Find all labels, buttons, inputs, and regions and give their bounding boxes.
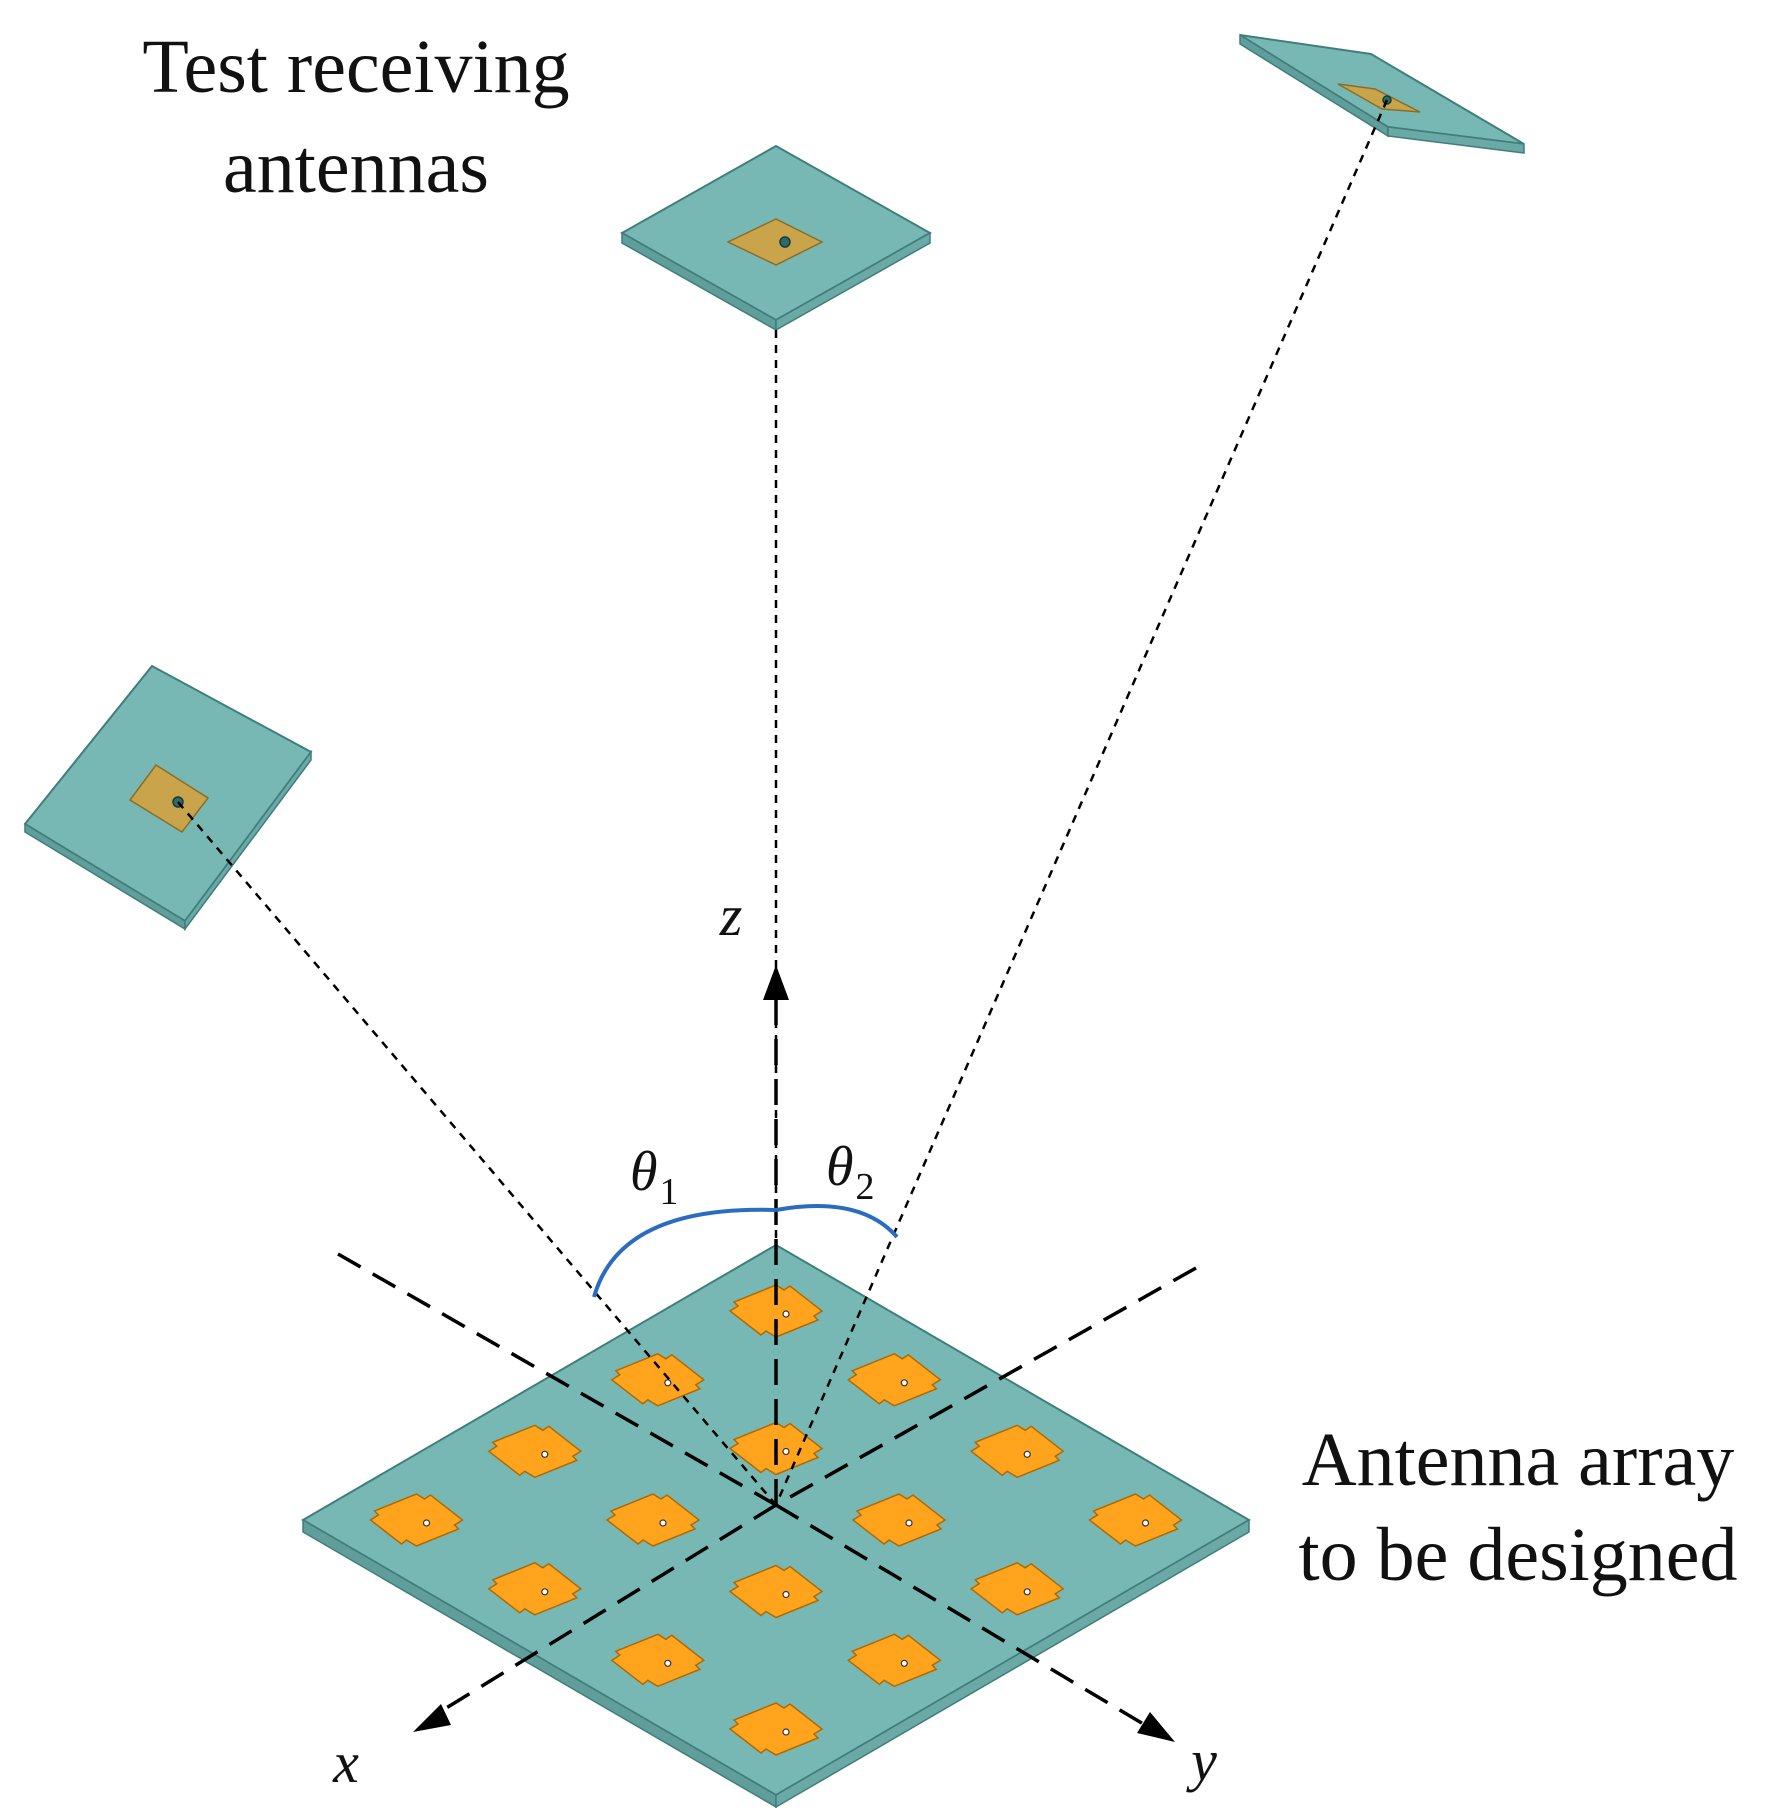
test-antennas-label-line2: antennas [223,125,489,209]
array-patch [610,1352,706,1407]
theta2-symbol: θ [826,1136,854,1198]
array-patch-shape [846,1633,942,1688]
array-patch [846,1633,942,1688]
array-patch-feed [1023,1588,1031,1596]
x-axis [429,1503,777,1720]
x-axis-label: x [332,1730,359,1795]
test-antenna-left [23,664,313,932]
array-patch-feed [782,1310,790,1318]
test-antenna-center [619,144,933,332]
array-patch-shape [728,1702,824,1756]
array-patch-shape [487,1424,583,1479]
z-axis-arrow [763,965,789,1000]
array-patch-shape [969,1424,1065,1479]
x-axis-arrow [413,1704,451,1732]
array-patch-feed [1141,1519,1150,1527]
array-patch [969,1561,1065,1616]
theta1-arc [592,1207,777,1298]
array-patch-feed [1023,1450,1031,1458]
array-patch-feed [782,1590,790,1599]
theta2-arc [775,1204,899,1239]
ray-right [774,99,1389,1506]
test-antenna-center-patch [726,218,824,266]
array-patch [851,1493,947,1547]
array-patch [846,1352,942,1407]
theta2-subscript: 2 [856,1166,875,1208]
y-axis-label: y [1186,1728,1217,1793]
array-patch-shape [851,1493,947,1547]
array-patch-feed [659,1519,667,1527]
y-axis-arrow [1137,1712,1175,1742]
array-patch [610,1633,706,1688]
array-patch [605,1493,701,1547]
array-patch-feed [541,1450,549,1458]
array-patch-feed [900,1379,908,1387]
antenna-array-board [301,1243,1251,1809]
z-axis-label: z [719,883,743,948]
array-patch-shape [610,1633,706,1688]
array-patch-feed [664,1379,672,1387]
array-patch-feed [782,1728,790,1736]
array-patch-feed [664,1659,672,1667]
y-axis [775,1503,1151,1730]
ray-left [177,801,777,1506]
theta1-subscript: 1 [660,1171,679,1213]
array-patch-feed [541,1588,549,1596]
array-label-line1: Antenna array [1302,1418,1735,1502]
array-patches [369,1284,1183,1756]
array-patch-feed [900,1659,908,1667]
axis-y-back [775,1266,1197,1507]
array-patch-shape [846,1352,942,1407]
theta1-label: θ1 [630,1141,679,1213]
array-patch-shape [610,1352,706,1407]
array-patch [969,1424,1065,1479]
array-patch [369,1493,464,1547]
array-patch-shape [728,1564,824,1619]
theta2-label: θ2 [826,1136,875,1208]
array-patch [487,1424,583,1479]
array-label-line2: to be designed [1298,1513,1737,1597]
array-patch [1088,1493,1183,1547]
array-patch-feed [422,1519,431,1527]
test-antenna-right-patch [1337,83,1421,113]
array-patch-shape [605,1493,701,1547]
array-patch-shape [369,1493,464,1547]
theta1-symbol: θ [630,1141,658,1203]
array-patch [728,1564,824,1619]
array-patch [728,1702,824,1756]
axis-x-back [337,1252,777,1507]
array-patch-shape [1088,1493,1183,1547]
test-antenna-right [1239,33,1525,154]
array-patch [487,1561,583,1616]
array-patch-shape [969,1561,1065,1616]
array-patch-feed [782,1447,790,1456]
array-patch-shape [487,1561,583,1616]
test-antennas-label-line1: Test receiving [142,25,569,109]
array-patch-feed [905,1519,913,1527]
